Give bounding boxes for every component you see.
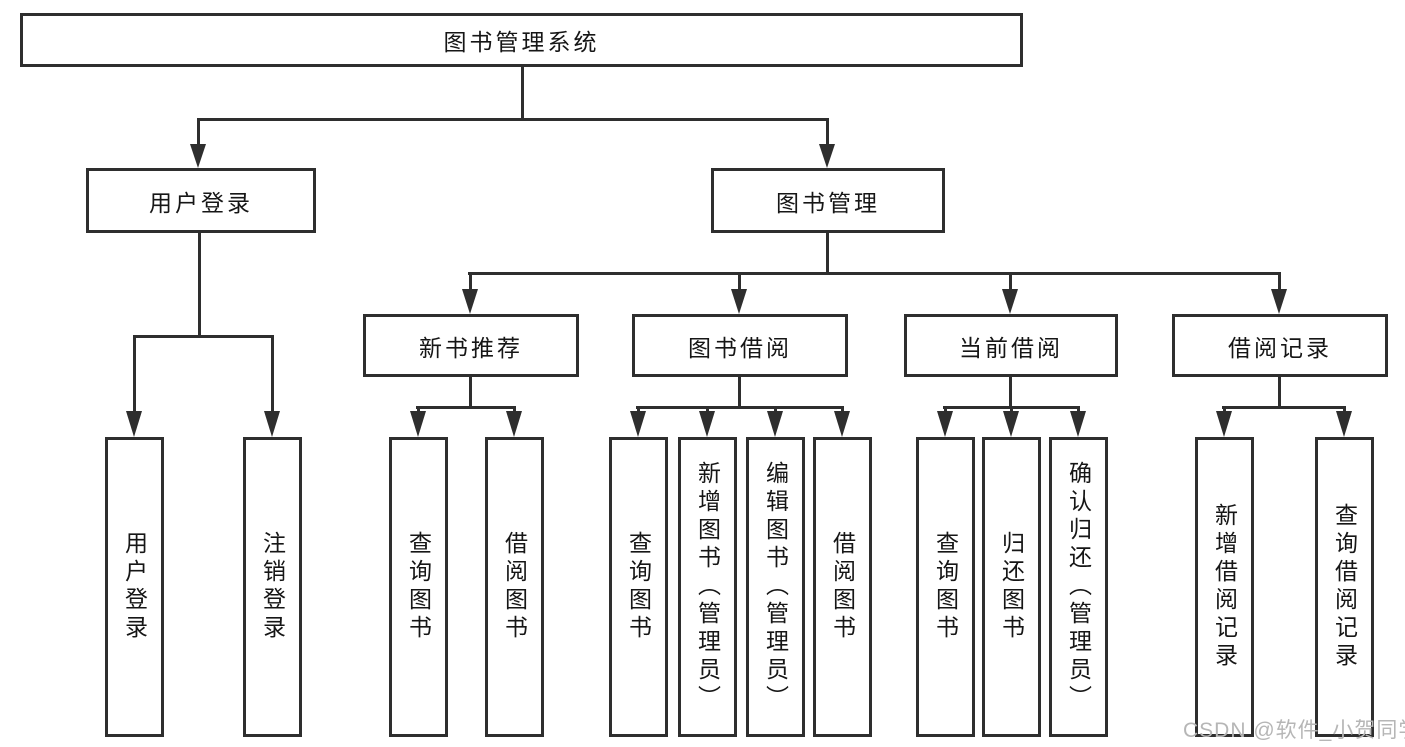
leaf-edit-book-admin: 编辑图书（管理员） bbox=[746, 437, 805, 737]
node-label: 新书推荐 bbox=[419, 334, 523, 361]
connector-line bbox=[636, 406, 844, 409]
leaf-borrow-books: 借阅图书 bbox=[813, 437, 872, 737]
connector-line bbox=[469, 375, 472, 408]
connector-line bbox=[521, 66, 524, 121]
connector-line bbox=[1222, 406, 1346, 409]
leaf-add-borrow-record: 新增借阅记录 bbox=[1195, 437, 1254, 737]
node-label: 图书管理 bbox=[776, 189, 880, 216]
arrow-down-icon bbox=[264, 411, 280, 437]
leaf-return-books: 归还图书 bbox=[982, 437, 1041, 737]
connector-line bbox=[841, 406, 844, 415]
leaf-query-books-borrowing: 查询图书 bbox=[609, 437, 668, 737]
connector-line bbox=[271, 335, 274, 413]
arrow-down-icon bbox=[462, 289, 478, 314]
connector-line bbox=[133, 335, 136, 413]
node-label: 借阅图书 bbox=[829, 531, 856, 643]
connector-line bbox=[133, 335, 274, 338]
connector-line bbox=[1278, 375, 1281, 408]
node-label: 图书借阅 bbox=[688, 334, 792, 361]
node-label: 查询图书 bbox=[405, 531, 432, 643]
connector-line bbox=[944, 406, 947, 415]
node-label: 用户登录 bbox=[149, 189, 253, 216]
node-current-borrowing: 当前借阅 bbox=[904, 314, 1118, 377]
connector-line bbox=[416, 406, 516, 409]
arrow-down-icon bbox=[1271, 289, 1287, 314]
arrow-down-icon bbox=[699, 411, 715, 437]
node-label: 编辑图书（管理员） bbox=[762, 461, 789, 713]
leaf-logout: 注销登录 bbox=[243, 437, 302, 737]
node-new-book-recommend: 新书推荐 bbox=[363, 314, 579, 377]
node-label: 借阅图书 bbox=[501, 531, 528, 643]
leaf-query-books-recommend: 查询图书 bbox=[389, 437, 448, 737]
arrow-down-icon bbox=[1216, 411, 1232, 437]
connector-line bbox=[197, 118, 200, 146]
arrow-down-icon bbox=[834, 411, 850, 437]
node-label: 新增图书（管理员） bbox=[694, 461, 721, 713]
node-label: 归还图书 bbox=[998, 531, 1025, 643]
arrow-down-icon bbox=[410, 411, 426, 437]
arrow-down-icon bbox=[819, 144, 835, 168]
connector-line bbox=[469, 272, 472, 291]
arrow-down-icon bbox=[731, 289, 747, 314]
node-label: 借阅记录 bbox=[1228, 334, 1332, 361]
node-borrowing-records: 借阅记录 bbox=[1172, 314, 1388, 377]
connector-line bbox=[1009, 272, 1012, 291]
connector-line bbox=[1343, 406, 1346, 415]
connector-line bbox=[826, 118, 829, 146]
leaf-user-login: 用户登录 bbox=[105, 437, 164, 737]
connector-line bbox=[1010, 406, 1013, 415]
connector-line bbox=[1278, 272, 1281, 291]
arrow-down-icon bbox=[506, 411, 522, 437]
connector-line bbox=[826, 231, 829, 275]
node-book-management: 图书管理 bbox=[711, 168, 945, 233]
node-book-borrowing: 图书借阅 bbox=[632, 314, 848, 377]
leaf-query-borrow-record: 查询借阅记录 bbox=[1315, 437, 1374, 737]
node-label: 查询借阅记录 bbox=[1331, 503, 1358, 671]
connector-line bbox=[1009, 375, 1012, 408]
node-library-management-system: 图书管理系统 bbox=[20, 13, 1023, 67]
node-label: 查询图书 bbox=[625, 531, 652, 643]
leaf-add-book-admin: 新增图书（管理员） bbox=[678, 437, 737, 737]
leaf-query-books-current: 查询图书 bbox=[916, 437, 975, 737]
connector-line bbox=[468, 272, 1281, 275]
connector-line bbox=[513, 406, 516, 415]
connector-line bbox=[706, 406, 709, 415]
connector-line bbox=[1077, 406, 1080, 415]
connector-line bbox=[417, 406, 420, 415]
arrow-down-icon bbox=[1336, 411, 1352, 437]
arrow-down-icon bbox=[126, 411, 142, 437]
node-label: 确认归还（管理员） bbox=[1065, 461, 1092, 713]
node-label: 新增借阅记录 bbox=[1211, 503, 1238, 671]
node-user-login-branch: 用户登录 bbox=[86, 168, 316, 233]
connector-line bbox=[198, 231, 201, 337]
node-label: 当前借阅 bbox=[959, 334, 1063, 361]
arrow-down-icon bbox=[1003, 411, 1019, 437]
arrow-down-icon bbox=[767, 411, 783, 437]
arrow-down-icon bbox=[937, 411, 953, 437]
connector-line bbox=[637, 406, 640, 415]
node-label: 图书管理系统 bbox=[443, 29, 600, 55]
connector-line bbox=[1223, 406, 1226, 415]
connector-line bbox=[774, 406, 777, 415]
connector-line bbox=[738, 272, 741, 291]
connector-line bbox=[197, 118, 829, 121]
csdn-watermark: CSDN @软件_小贺同学 bbox=[1183, 719, 1405, 742]
leaf-borrow-books-recommend: 借阅图书 bbox=[485, 437, 544, 737]
node-label: 用户登录 bbox=[121, 531, 148, 643]
node-label: 查询图书 bbox=[932, 531, 959, 643]
arrow-down-icon bbox=[630, 411, 646, 437]
node-label: 注销登录 bbox=[259, 531, 286, 643]
arrow-down-icon bbox=[1070, 411, 1086, 437]
arrow-down-icon bbox=[1002, 289, 1018, 314]
leaf-confirm-return-admin: 确认归还（管理员） bbox=[1049, 437, 1108, 737]
arrow-down-icon bbox=[190, 144, 206, 168]
connector-line bbox=[738, 375, 741, 408]
